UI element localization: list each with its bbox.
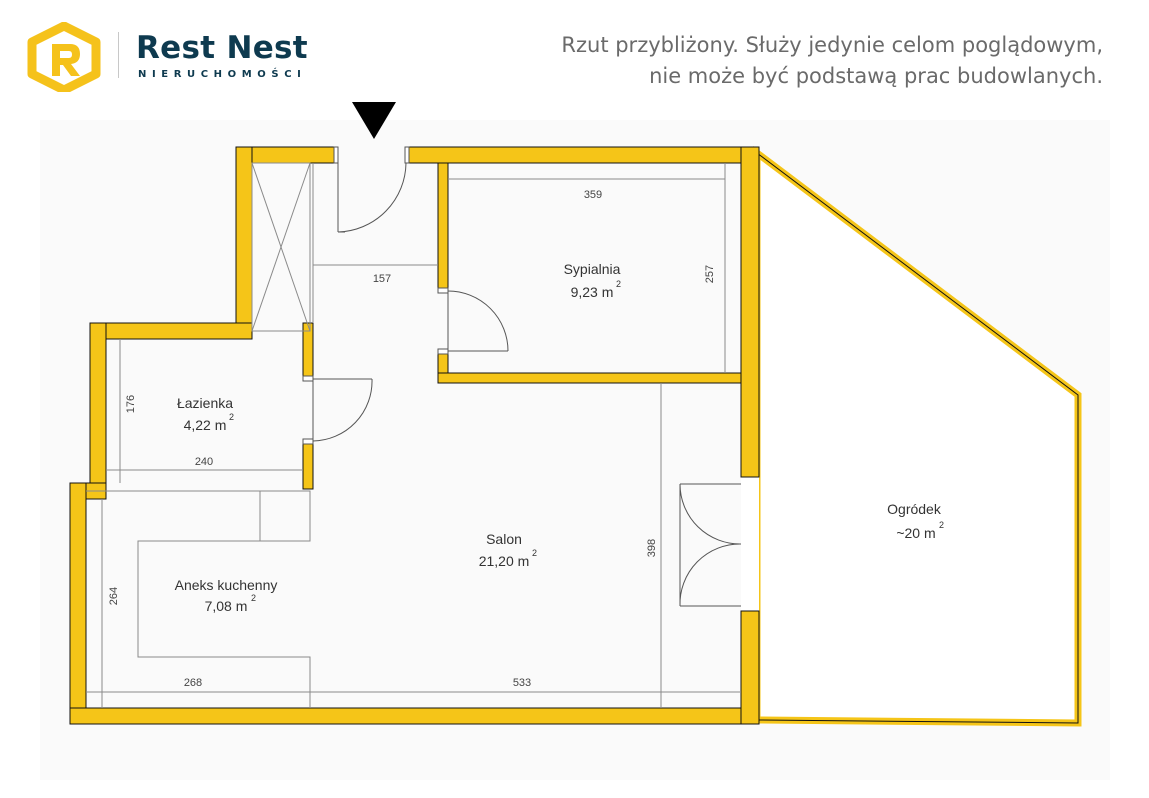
rest-nest-logo-icon xyxy=(27,22,101,92)
room-name-ogrodek: Ogródek xyxy=(887,501,942,517)
entrance-door xyxy=(333,146,410,233)
room-name-salon: Salon xyxy=(486,531,522,547)
doors xyxy=(302,146,759,612)
brand-logo: Rest Nest NIERUCHOMOŚCI xyxy=(26,22,326,92)
bathroom-door xyxy=(302,375,373,445)
bedroom-door xyxy=(437,287,509,355)
dim-salon-width: 533 xyxy=(513,677,531,689)
dim-hall-width: 157 xyxy=(373,273,391,285)
room-area-ogrodek: ~20 m xyxy=(896,525,935,541)
room-area-salon: 21,20 m xyxy=(479,553,530,569)
room-area-sup-ogrodek: 2 xyxy=(939,520,944,530)
room-name-aneks: Aneks kuchenny xyxy=(175,577,278,593)
disclaimer-line-1: Rzut przybliżony. Służy jedynie celom po… xyxy=(561,33,1103,57)
room-labels: Sypialnia 9,23 m 2 Łazienka 4,22 m 2 Sal… xyxy=(175,261,944,614)
room-name-sypialnia: Sypialnia xyxy=(564,261,621,277)
entrance-arrow-icon xyxy=(352,102,396,139)
disclaimer: Rzut przybliżony. Służy jedynie celom po… xyxy=(463,30,1103,92)
room-area-sup-aneks: 2 xyxy=(251,593,256,603)
room-area-aneks: 7,08 m xyxy=(205,598,248,614)
interior-lines xyxy=(86,162,741,708)
dim-lazienka-width: 240 xyxy=(195,456,213,468)
room-area-sypialnia: 9,23 m xyxy=(571,284,614,300)
brand-subtitle: NIERUCHOMOŚCI xyxy=(138,69,307,80)
dimension-labels: 359 257 157 176 240 264 268 533 398 xyxy=(108,189,716,689)
walls xyxy=(69,146,760,725)
room-area-lazienka: 4,22 m xyxy=(184,417,227,433)
room-area-sup-salon: 2 xyxy=(532,548,537,558)
dim-sypialnia-width: 359 xyxy=(584,189,602,201)
dim-salon-height: 398 xyxy=(646,539,658,557)
dim-lazienka-height: 176 xyxy=(125,395,137,413)
dim-aneks-width: 268 xyxy=(184,677,202,689)
room-name-lazienka: Łazienka xyxy=(177,395,233,411)
garden-door xyxy=(679,476,759,612)
room-area-sup-lazienka: 2 xyxy=(229,412,234,422)
brand-name: Rest Nest xyxy=(136,30,308,66)
dim-sypialnia-height: 257 xyxy=(704,265,716,283)
disclaimer-line-2: nie może być podstawą prac budowlanych. xyxy=(649,64,1103,88)
dim-aneks-height: 264 xyxy=(108,587,120,605)
room-area-sup-sypialnia: 2 xyxy=(616,279,621,289)
brand-separator xyxy=(118,32,119,78)
